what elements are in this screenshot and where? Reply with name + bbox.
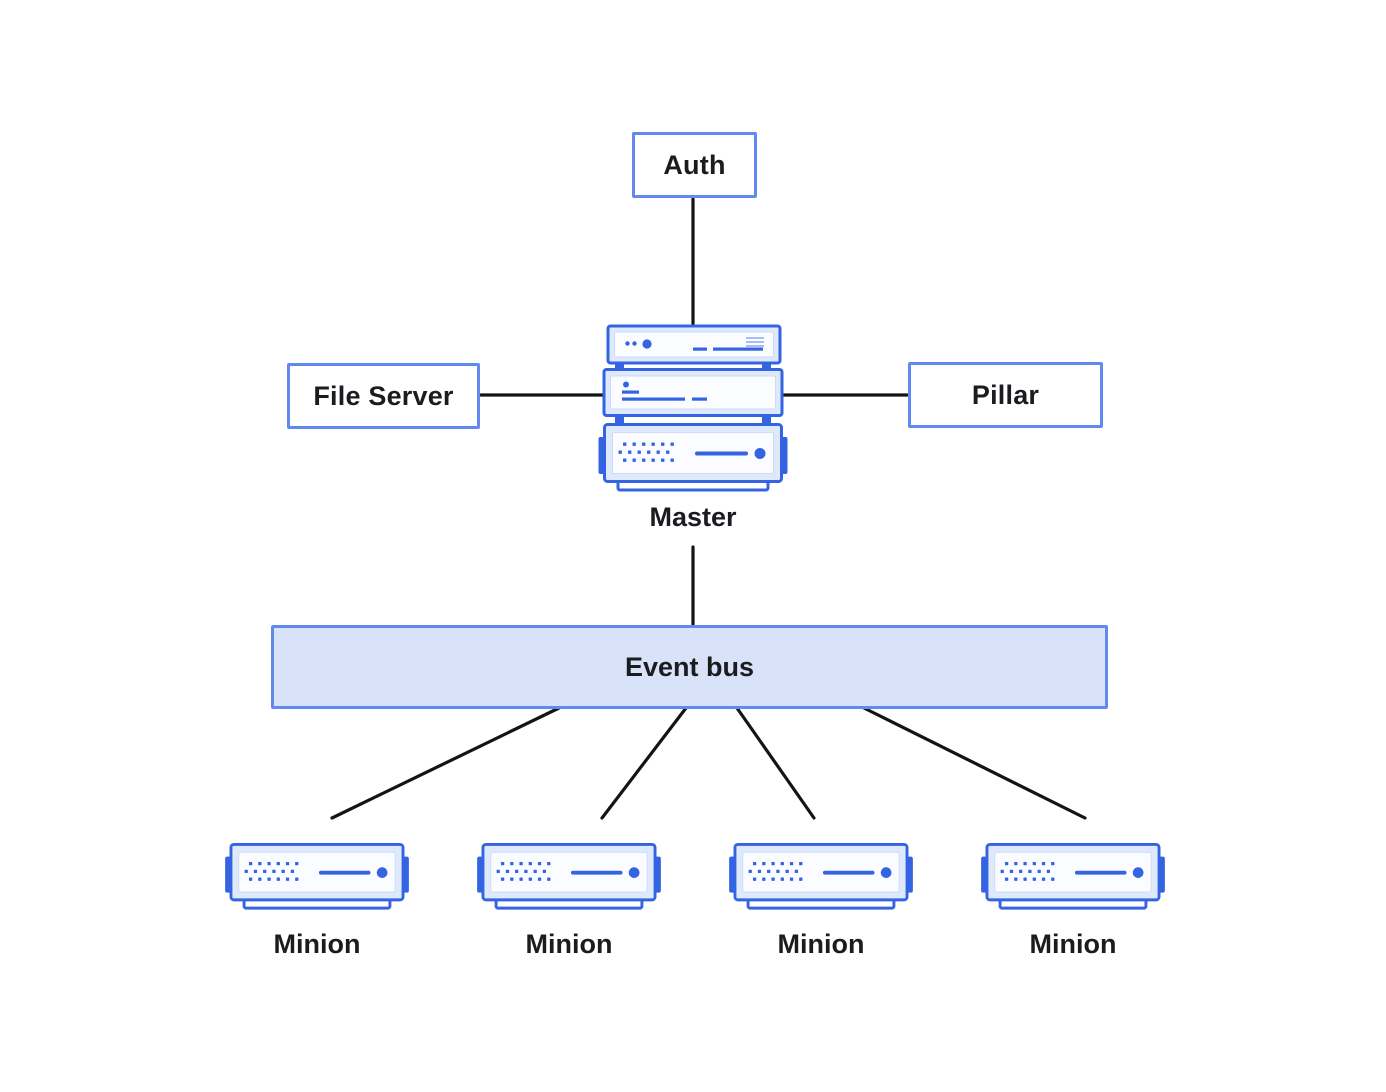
server-icon — [728, 843, 914, 913]
minion-node: Minion — [980, 843, 1166, 960]
file-server-label: File Server — [313, 380, 454, 411]
auth-label: Auth — [663, 149, 726, 180]
node-pillar: Pillar — [908, 362, 1103, 428]
wire-eventbus-minion-3 — [735, 706, 816, 820]
server-icon — [224, 843, 410, 913]
wire-eventbus-minion-2 — [600, 706, 688, 820]
minion-label: Minion — [525, 929, 613, 959]
pillar-label: Pillar — [971, 379, 1040, 410]
minion-label: Minion — [273, 929, 361, 959]
event-bus-label: Event bus — [624, 651, 755, 682]
wire-eventbus-minion-1 — [330, 706, 561, 820]
server-stack-icon — [598, 324, 788, 492]
minion-node: Minion — [728, 843, 914, 960]
minion-label: Minion — [1029, 929, 1117, 959]
node-event-bus: Event bus — [271, 625, 1108, 709]
minion-label: Minion — [777, 929, 865, 959]
node-auth: Auth — [632, 132, 757, 198]
wire-eventbus-minion-4 — [862, 706, 1087, 820]
node-file-server: File Server — [287, 363, 480, 429]
minion-node: Minion — [224, 843, 410, 960]
server-icon — [476, 843, 662, 913]
minion-node: Minion — [476, 843, 662, 960]
master-label: Master — [649, 502, 737, 532]
server-icon — [980, 843, 1166, 913]
